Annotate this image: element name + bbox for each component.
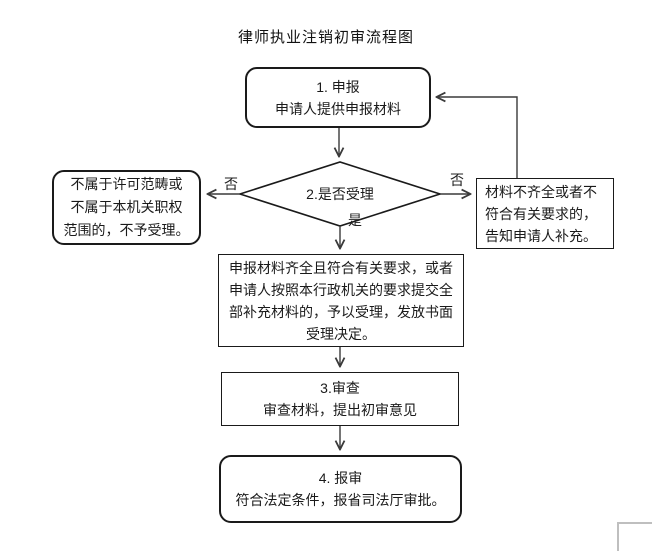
- accept-line1: 申报材料齐全且符合有关要求，或者: [229, 259, 453, 276]
- final-desc: 符合法定条件，报省司法厅审批。: [235, 492, 446, 508]
- supplement-line3: 告知申请人补充。: [485, 227, 597, 244]
- accept-line4: 受理决定。: [306, 325, 376, 342]
- reject-line3: 范围的，不予受理。: [63, 222, 190, 238]
- reject-line2: 不属于本机关职权: [70, 199, 183, 215]
- step1-desc: 申请人提供申报材料: [275, 100, 401, 117]
- accept-line3: 部补充材料的，予以受理，发放书面: [229, 303, 453, 320]
- step1-declare-box: 1. 申报 申请人提供申报材料: [245, 67, 431, 128]
- step1-title: 1. 申报: [316, 78, 360, 95]
- supplement-line2: 符合有关要求的，: [485, 205, 597, 222]
- decision-label: 2.是否受理: [306, 186, 374, 202]
- accept-box: 申报材料齐全且符合有关要求，或者 申请人按照本行政机关的要求提交全 部补充材料的…: [218, 254, 464, 347]
- final-title: 4. 报审: [318, 470, 363, 486]
- page-title: 律师执业注销初审流程图: [237, 29, 414, 46]
- reject-box: 不属于许可范畴或 不属于本机关职权 范围的，不予受理。: [52, 170, 201, 245]
- review-box: 3.审查 审查材料，提出初审意见: [221, 372, 459, 426]
- branch-label-no-right: 否: [450, 172, 464, 188]
- branch-label-yes: 是: [348, 212, 362, 228]
- branch-label-no-left: 否: [224, 176, 238, 192]
- reject-line1: 不属于许可范畴或: [70, 176, 183, 192]
- table-corner-mark: [617, 522, 652, 551]
- review-desc: 审查材料，提出初审意见: [263, 402, 417, 418]
- supplement-line1: 材料不齐全或者不: [485, 183, 597, 200]
- review-title: 3.审查: [320, 380, 360, 396]
- final-box: 4. 报审 符合法定条件，报省司法厅审批。: [219, 455, 462, 523]
- supplement-box: 材料不齐全或者不 符合有关要求的， 告知申请人补充。: [476, 178, 614, 249]
- connector-supplement-to-step1: [437, 97, 518, 178]
- accept-line2: 申请人按照本行政机关的要求提交全: [229, 281, 453, 298]
